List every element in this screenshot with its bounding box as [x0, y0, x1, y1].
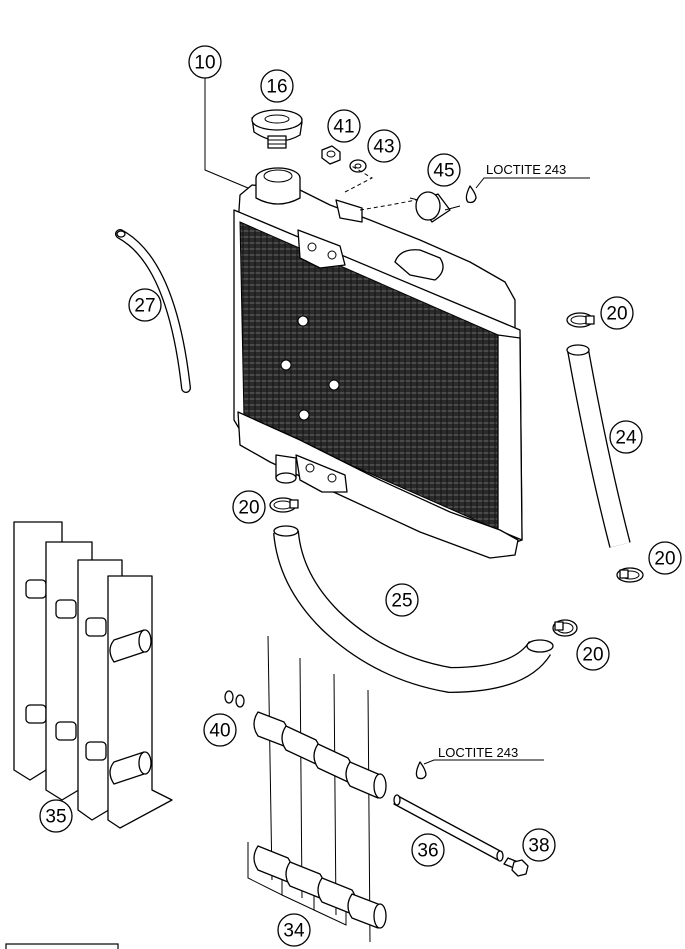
- callout-10: 10: [188, 45, 222, 79]
- mounting-shaft: [393, 794, 504, 862]
- callout-24: 24: [609, 420, 643, 454]
- svg-text:34: 34: [283, 921, 305, 942]
- callout-41: 41: [327, 109, 361, 143]
- callout-20-end: 20: [576, 637, 610, 671]
- svg-text:41: 41: [333, 117, 354, 138]
- callout-35: 35: [39, 799, 73, 833]
- callout-45: 45: [427, 153, 461, 187]
- loctite-drop-bottom-icon: [415, 761, 427, 780]
- svg-text:45: 45: [433, 161, 454, 182]
- callout-25: 25: [385, 583, 419, 617]
- svg-text:40: 40: [209, 721, 230, 742]
- loctite-note-bottom: LOCTITE 243: [438, 745, 518, 760]
- radiator: [204, 78, 523, 559]
- svg-text:10: 10: [194, 53, 215, 74]
- callout-43: 43: [367, 129, 401, 163]
- callout-38: 38: [522, 828, 556, 862]
- svg-text:20: 20: [238, 498, 259, 519]
- radiator-bottom-tank: [237, 411, 519, 559]
- top-mount-tab: [335, 199, 363, 223]
- svg-text:38: 38: [528, 836, 549, 857]
- loctite-note-top: LOCTITE 243: [486, 162, 566, 177]
- callout-20-upper: 20: [600, 296, 634, 330]
- callout-34: 34: [277, 913, 311, 947]
- core-mount-studs: [280, 315, 340, 421]
- svg-text:36: 36: [417, 841, 438, 862]
- rubber-mount-buffer: [409, 185, 477, 223]
- svg-text:20: 20: [606, 304, 627, 325]
- hose-clamp-upper-a: [566, 312, 595, 328]
- filler-neck: [255, 167, 301, 205]
- radiator-side-channel: [497, 334, 523, 541]
- svg-text:27: 27: [134, 296, 155, 317]
- upper-radiator-hose: [568, 348, 630, 548]
- frame-border: [5, 943, 119, 949]
- callout-20-right: 20: [648, 541, 682, 575]
- svg-text:16: 16: [266, 77, 287, 98]
- guard-plate-assembly: [247, 635, 387, 943]
- o-rings: [224, 690, 245, 708]
- callout-36: 36: [411, 833, 445, 867]
- lower-radiator-hose: [274, 530, 550, 692]
- hose-clamp-lower-left: [269, 497, 299, 513]
- callout-20-left: 20: [232, 490, 266, 524]
- svg-text:43: 43: [373, 137, 394, 158]
- mounting-screw: [503, 857, 529, 877]
- radiator-tank-bulge: [394, 249, 444, 281]
- svg-text:20: 20: [654, 549, 675, 570]
- svg-text:35: 35: [45, 807, 66, 828]
- svg-text:25: 25: [391, 591, 412, 612]
- mounting-nut: [321, 145, 341, 165]
- radiator-cap: [251, 109, 303, 149]
- hose-clamp-lower-right: [616, 567, 644, 583]
- callout-40: 40: [203, 713, 237, 747]
- svg-text:24: 24: [615, 428, 637, 449]
- svg-text:20: 20: [582, 645, 603, 666]
- callout-27: 27: [128, 288, 162, 322]
- hose-clamp-right-end: [552, 619, 578, 637]
- radiator-guard-set: [13, 521, 173, 829]
- callout-16: 16: [260, 69, 294, 103]
- loctite-drop-icon: [465, 185, 477, 204]
- mounting-washer: [349, 159, 367, 173]
